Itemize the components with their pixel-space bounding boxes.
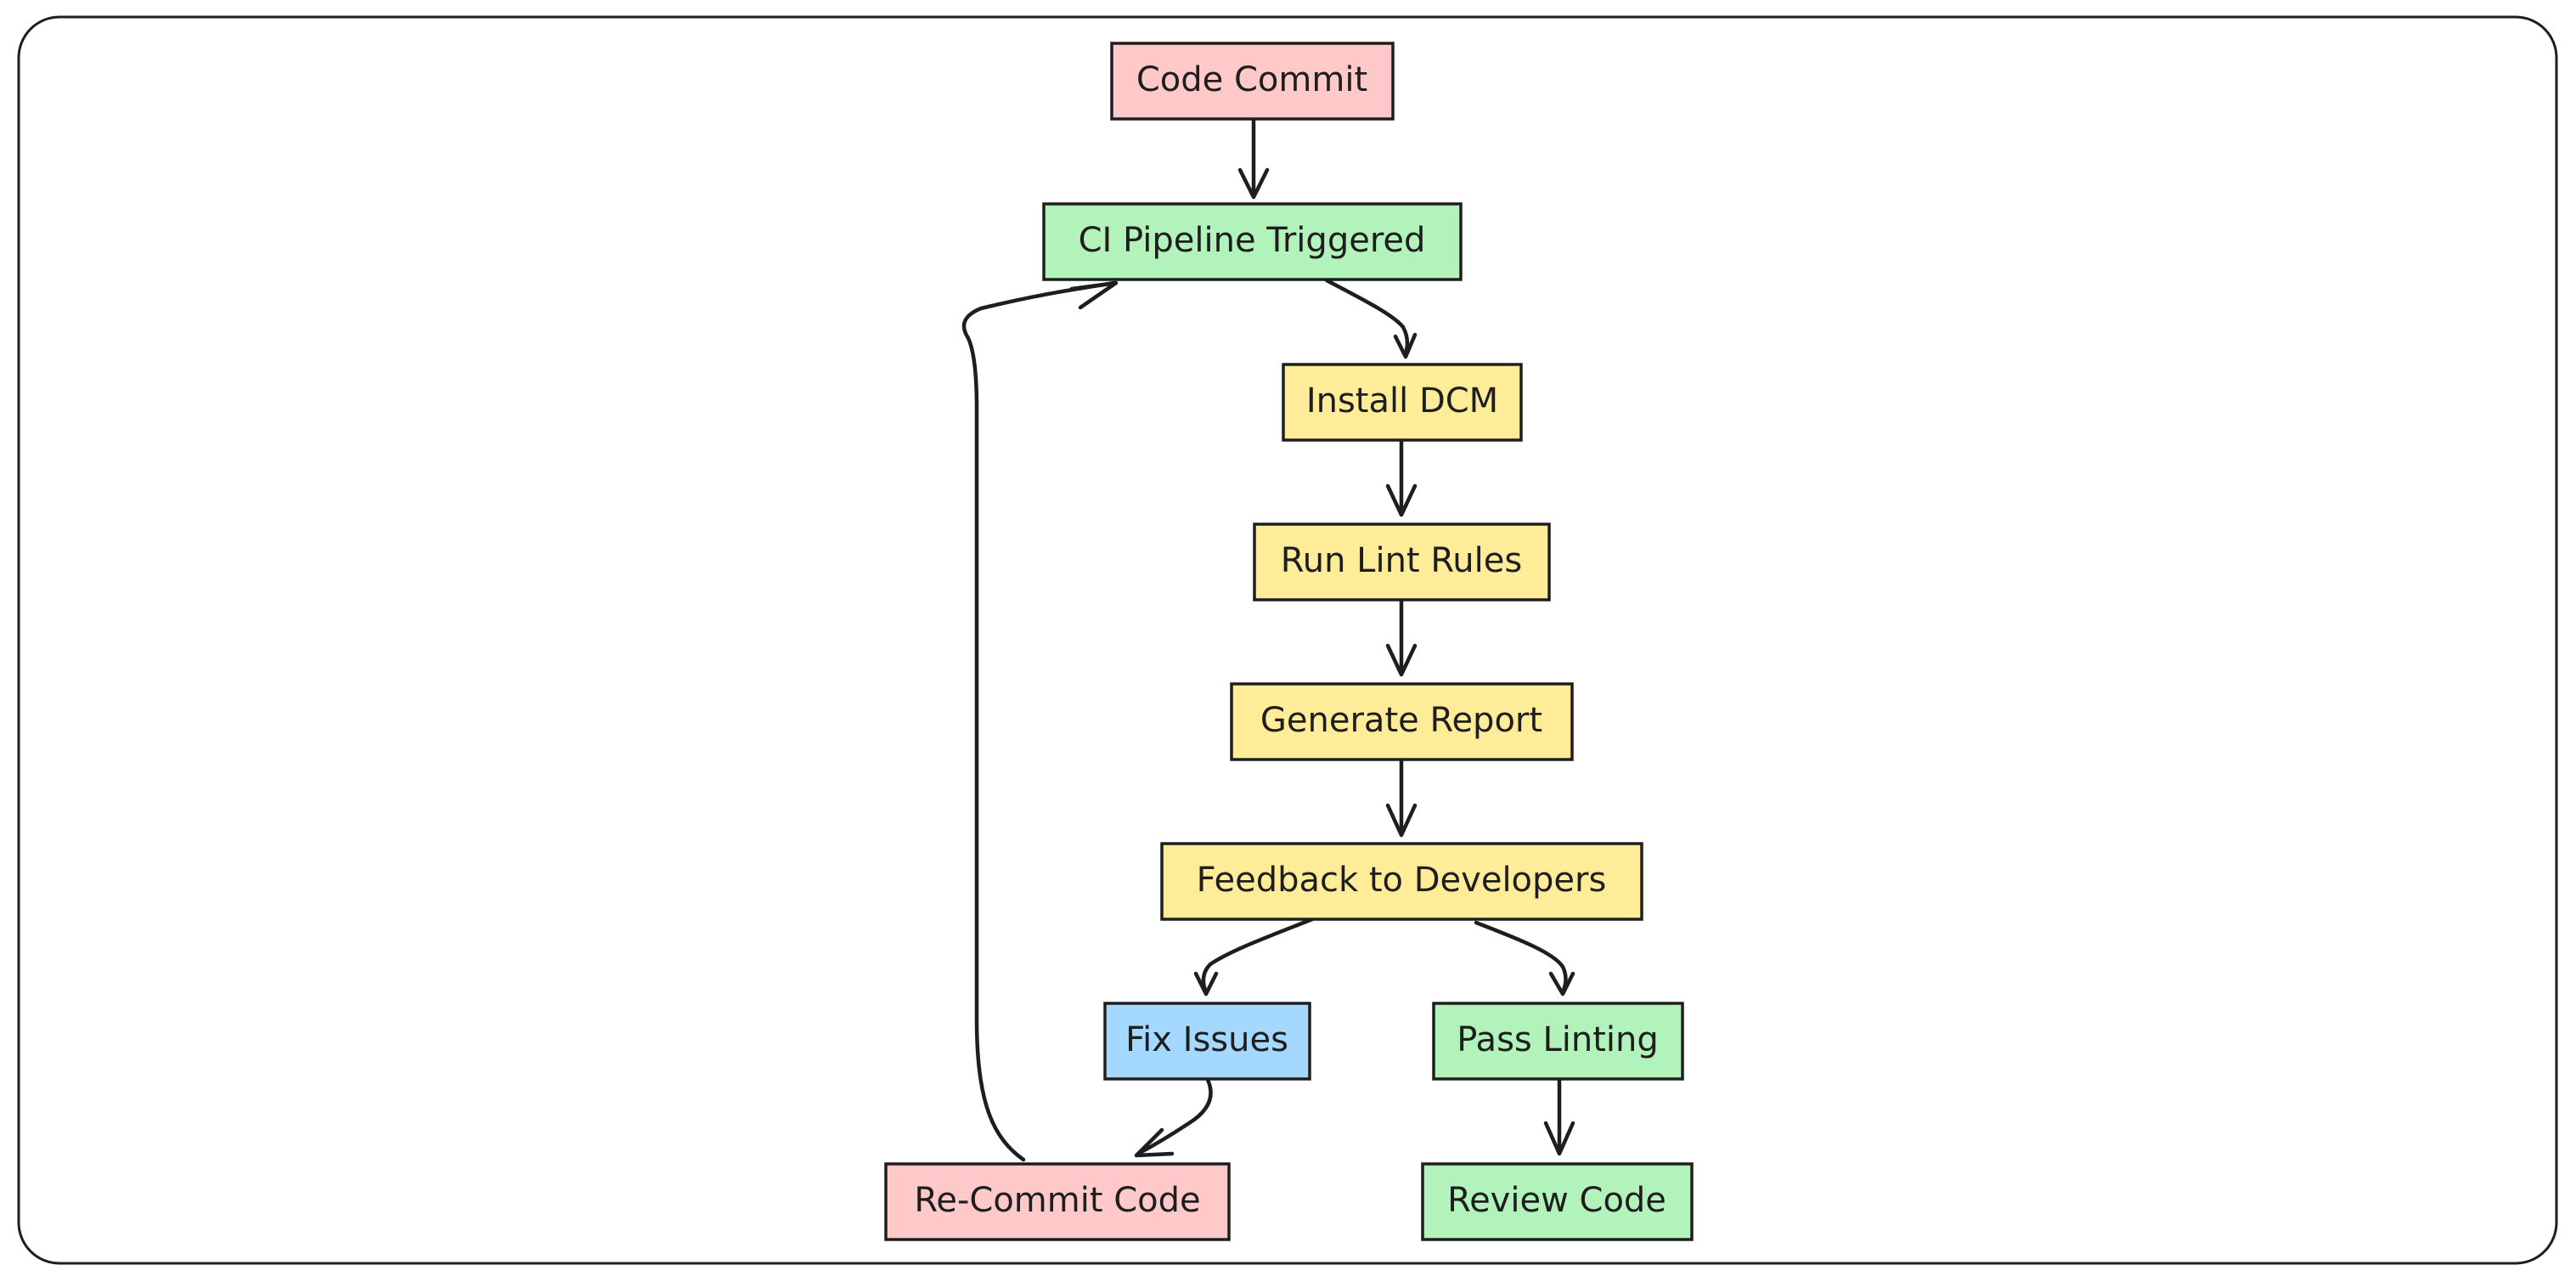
node-box	[1432, 1002, 1684, 1081]
arrowhead-fix-issues	[1193, 971, 1219, 997]
node-box	[1421, 1162, 1694, 1241]
node-label: CI Pipeline Triggered	[1079, 221, 1426, 260]
node-review-code: Review Code	[1421, 1162, 1694, 1241]
node-code-commit: Code Commit	[1110, 42, 1395, 121]
edge-recommit-to-ci-pipeline	[961, 280, 1117, 1162]
edges	[961, 116, 1568, 1162]
node-label: Re-Commit Code	[914, 1181, 1200, 1220]
node-pass-linting: Pass Linting	[1432, 1002, 1684, 1081]
node-box	[1160, 842, 1643, 921]
node-install-dcm: Install DCM	[1282, 363, 1523, 442]
node-label: Pass Linting	[1457, 1020, 1659, 1059]
node-label: Fix Issues	[1125, 1020, 1288, 1059]
edge-feedback-to-pass-linting	[1474, 920, 1568, 995]
edge-fix-issues-to-recommit	[1136, 1077, 1213, 1156]
node-label: Run Lint Rules	[1281, 541, 1522, 580]
node-ci-pipeline-triggered: CI Pipeline Triggered	[1042, 202, 1463, 281]
node-label: Code Commit	[1136, 60, 1367, 99]
node-label: Feedback to Developers	[1197, 861, 1607, 900]
node-box	[1103, 1002, 1311, 1081]
arrowhead-review-code	[1543, 1121, 1575, 1156]
node-box	[1042, 202, 1463, 281]
node-box	[1110, 42, 1395, 121]
arrowhead-install-dcm	[1393, 332, 1418, 359]
node-box	[884, 1162, 1231, 1241]
arrowhead-generate-report	[1385, 643, 1418, 677]
arrowhead-feedback	[1385, 803, 1418, 838]
arrowhead-recommit	[1134, 1127, 1175, 1158]
node-fix-issues: Fix Issues	[1103, 1002, 1311, 1081]
node-label: Review Code	[1447, 1181, 1666, 1220]
node-generate-report: Generate Report	[1230, 682, 1574, 761]
diagram-frame	[17, 15, 2558, 1265]
arrowhead-ci-pipeline	[1237, 167, 1270, 200]
arrowhead-run-lint	[1385, 483, 1418, 517]
edge-ci-pipeline-to-install-dcm	[1324, 278, 1410, 356]
node-feedback-to-developers: Feedback to Developers	[1160, 842, 1643, 921]
arrowhead-loop-ci-pipeline	[1069, 280, 1119, 310]
node-run-lint-rules: Run Lint Rules	[1253, 522, 1551, 601]
node-box	[1282, 363, 1523, 442]
node-box	[1253, 522, 1551, 601]
node-label: Generate Report	[1260, 701, 1542, 740]
node-re-commit-code: Re-Commit Code	[884, 1162, 1231, 1241]
arrowhead-pass-linting	[1548, 971, 1575, 997]
edge-feedback-to-fix-issues	[1201, 917, 1315, 995]
node-box	[1230, 682, 1574, 761]
node-label: Install DCM	[1306, 381, 1498, 421]
arrowheads	[1069, 167, 1575, 1158]
